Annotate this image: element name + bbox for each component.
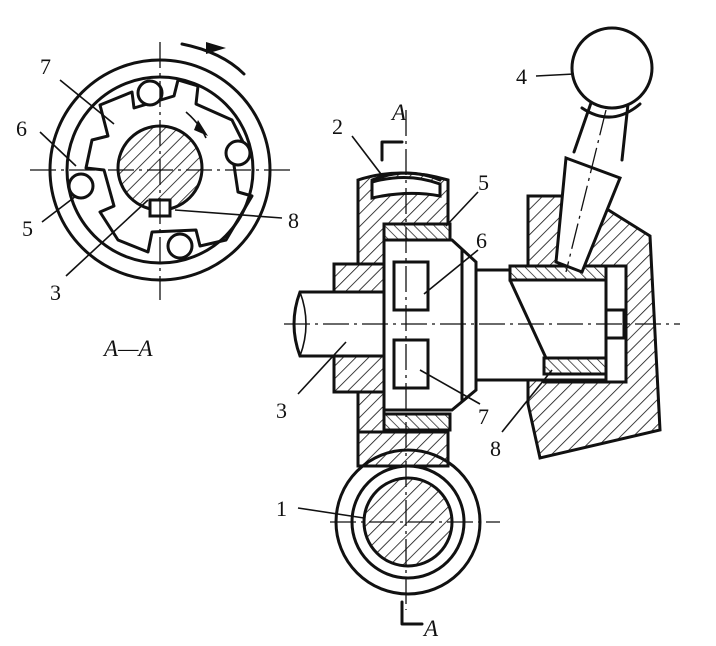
leader-5-main	[445, 191, 479, 227]
label-1: 1	[276, 496, 287, 521]
section-mark-bottom: A	[422, 616, 439, 641]
leader-1	[297, 507, 365, 519]
lever-knob-base	[580, 102, 642, 119]
label-2: 2	[332, 114, 343, 139]
arm-top-arc	[370, 171, 442, 182]
leader-8-main	[501, 369, 553, 433]
lever-centerline	[565, 109, 607, 273]
main-assembly	[284, 26, 680, 626]
leader-2	[351, 135, 385, 179]
rotation-arc-outer	[180, 42, 246, 76]
leader-5-section	[41, 195, 77, 223]
section-title: A—A	[102, 336, 154, 361]
leader-6-main	[423, 249, 479, 295]
leader-7-section	[59, 79, 115, 125]
section-marker-top	[380, 140, 404, 162]
leader-6-section	[39, 131, 77, 167]
leader-3-main	[297, 341, 347, 395]
label-3-section: 3	[50, 280, 61, 305]
label-8-section: 8	[288, 208, 299, 233]
clutch-jaw-upper	[392, 260, 430, 312]
spindle-bearing-bottom	[542, 356, 608, 376]
roller-bottom	[166, 232, 194, 260]
roller-left	[67, 172, 95, 200]
clutch-jaw-lower	[392, 338, 430, 390]
section-mark-top: A	[390, 100, 407, 125]
spindle-bearing-top	[508, 264, 608, 282]
sleeve-5-bottom	[382, 412, 452, 432]
roller-top	[136, 79, 164, 107]
label-8-main: 8	[490, 436, 501, 461]
leader-7-main	[419, 369, 481, 405]
leader-4	[535, 73, 575, 77]
section-view-a-a	[30, 42, 292, 300]
label-6-main: 6	[476, 228, 487, 253]
label-7-section: 7	[40, 54, 51, 79]
roller-right	[224, 139, 252, 167]
label-3-main: 3	[276, 398, 287, 423]
lever-stem	[554, 155, 622, 274]
section-marker-bottom	[400, 600, 424, 626]
leader-8-section	[174, 209, 283, 219]
label-6-section: 6	[16, 116, 27, 141]
leader-3-section	[65, 199, 149, 277]
arm-top-groove	[370, 175, 442, 200]
lever-knob-4	[570, 26, 654, 110]
sleeve-5-top	[382, 222, 452, 242]
lever-neck-left	[572, 98, 594, 154]
rotation-arrow-inner	[194, 120, 208, 136]
label-5-main: 5	[478, 170, 489, 195]
spindle-slope	[508, 278, 548, 360]
rotation-arrow-outer	[206, 42, 226, 54]
ratchet-body-7	[84, 78, 254, 254]
label-7-main: 7	[478, 404, 489, 429]
label-5-section: 5	[22, 216, 33, 241]
label-4: 4	[516, 64, 527, 89]
